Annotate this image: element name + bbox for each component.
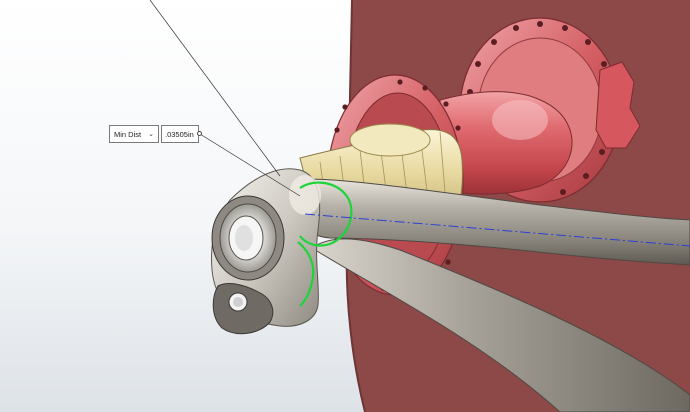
tube-centerline bbox=[304, 213, 690, 247]
chevron-down-icon[interactable]: ⌄ bbox=[148, 130, 154, 138]
selected-edge-seatstay[interactable] bbox=[299, 181, 353, 247]
leader-line-1 bbox=[149, 0, 281, 177]
measure-type-dropdown[interactable]: Min Dist ⌄ bbox=[109, 125, 159, 143]
drag-handle-icon[interactable] bbox=[197, 131, 202, 136]
selected-edge-chainstay[interactable] bbox=[297, 241, 315, 307]
leader-line-2 bbox=[199, 133, 301, 197]
axle-endcap bbox=[211, 195, 285, 281]
junction-highlight bbox=[289, 175, 321, 215]
freehub-face bbox=[349, 123, 431, 157]
hub-highlight bbox=[492, 100, 548, 140]
seatstay-tube bbox=[284, 178, 690, 266]
measure-type-label: Min Dist bbox=[114, 129, 142, 139]
measure-callout[interactable]: Min Dist ⌄ .03505in bbox=[109, 125, 199, 143]
measure-value-text: .03505in bbox=[165, 129, 194, 139]
rotor-lockring bbox=[595, 61, 641, 149]
chainstay-tube bbox=[311, 238, 690, 412]
flange-spoke-holes bbox=[467, 21, 615, 195]
derailleur-hanger bbox=[212, 283, 274, 335]
measure-value-field[interactable]: .03505in bbox=[161, 125, 199, 143]
